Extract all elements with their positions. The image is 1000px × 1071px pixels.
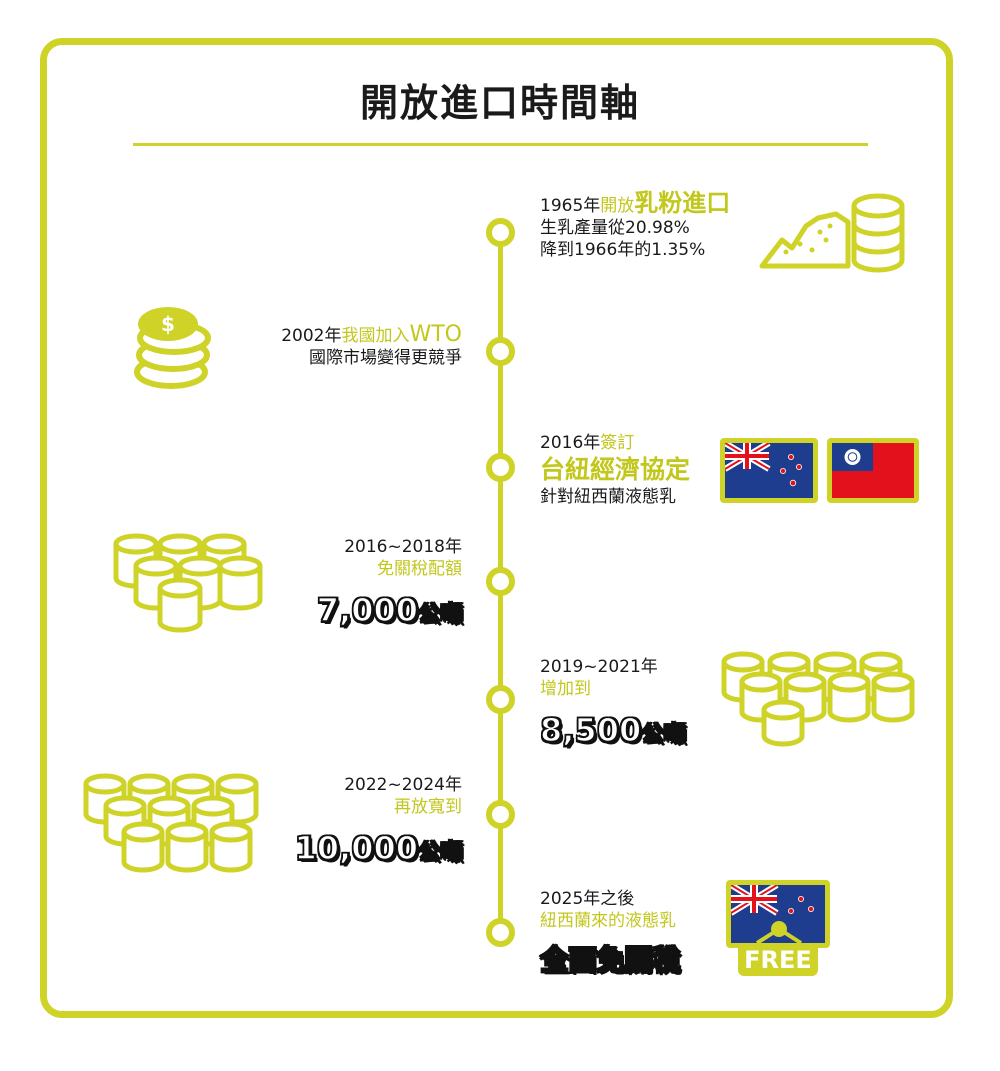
quota-amount: 7,000公噸	[200, 588, 463, 637]
timeline-node	[486, 337, 515, 366]
event-highlight: 開放	[600, 196, 635, 216]
quota-amount: 8,500公噸	[539, 708, 686, 757]
event-highlight: 紐西蘭來的液態乳	[540, 911, 676, 931]
quota-value: 10,000	[294, 828, 419, 868]
event-highlight-big: 乳粉進口	[634, 189, 731, 217]
event-year: 2016~2018年	[344, 537, 462, 557]
timeline-event-2019-2021: 2019~2021年 增加到 8,500公噸	[539, 656, 686, 757]
page-title: 開放進口時間軸	[359, 81, 640, 125]
can-stack-icon	[721, 651, 915, 747]
timeline-event-2016-agreement: 2016年簽訂 台紐經濟協定 針對紐西蘭液態乳	[540, 432, 690, 508]
event-highlight-big: WTO	[409, 322, 462, 347]
milk-powder-and-cans-icon	[759, 193, 905, 273]
timeline-node	[486, 800, 515, 829]
timeline-node	[486, 567, 515, 596]
outer-frame	[40, 38, 953, 1018]
event-year: 2025年之後	[540, 889, 635, 909]
nz-flag-free-badge-icon: FREE	[726, 880, 830, 978]
taiwan-flag-icon	[827, 438, 919, 503]
quota-value: 8,500	[539, 710, 642, 750]
event-detail: 國際市場變得更競爭	[309, 348, 462, 368]
can-stack-icon	[113, 533, 263, 633]
nz-flag-icon	[720, 438, 818, 503]
event-year: 1965年	[540, 196, 601, 216]
timeline-node	[486, 918, 515, 947]
event-year: 2022~2024年	[344, 775, 462, 795]
event-highlight: 免關稅配額	[377, 559, 462, 579]
event-highlight: 我國加入	[341, 326, 410, 346]
quota-unit: 公噸	[417, 839, 463, 866]
quota-unit: 公噸	[640, 721, 686, 748]
timeline-event-1965: 1965年開放乳粉進口 生乳產量從20.98% 降到1966年的1.35%	[540, 189, 731, 261]
timeline-node	[486, 453, 515, 482]
event-highlight: 簽訂	[600, 433, 635, 453]
timeline-event-2002: 2002年我國加入WTO 國際市場變得更競爭	[200, 324, 462, 369]
event-year: 2016年	[540, 433, 601, 453]
title-divider	[133, 143, 868, 146]
nz-flag-icon	[726, 880, 830, 948]
can-stack-icon	[83, 773, 259, 873]
timeline-event-2016-2018: 2016~2018年 免關稅配額 7,000公噸	[200, 536, 463, 637]
quota-value: 7,000	[316, 590, 419, 630]
event-detail: 針對紐西蘭液態乳	[540, 487, 676, 507]
event-detail: 生乳產量從20.98%	[540, 218, 690, 238]
event-year: 2002年	[281, 326, 342, 346]
event-highlight: 再放寬到	[394, 797, 462, 817]
timeline-event-2022-2024: 2022~2024年 再放寬到 10,000公噸	[200, 774, 463, 875]
coins-stack-icon: $	[134, 307, 211, 389]
tariff-free-headline: 全面免關稅	[539, 942, 681, 977]
quota-amount: 10,000公噸	[200, 826, 463, 875]
event-highlight-big: 台紐經濟協定	[540, 455, 691, 484]
free-badge: FREE	[738, 944, 818, 976]
event-year: 2019~2021年	[540, 657, 658, 677]
event-highlight: 增加到	[540, 679, 591, 699]
event-detail: 降到1966年的1.35%	[540, 240, 706, 260]
quota-unit: 公噸	[417, 601, 463, 628]
timeline-node	[486, 685, 515, 714]
svg-text:$: $	[161, 312, 175, 336]
timeline-node	[486, 218, 515, 247]
timeline-event-2025: 2025年之後 紐西蘭來的液態乳 全面免關稅	[539, 888, 681, 982]
